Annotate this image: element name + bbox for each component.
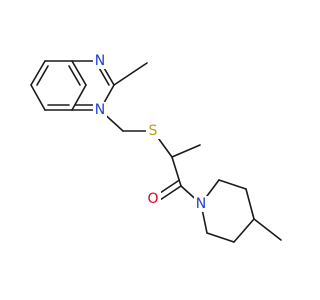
- sulfur-label: S: [149, 123, 158, 139]
- label-background: [146, 123, 160, 139]
- bond: [206, 232, 235, 243]
- bond: [97, 65, 110, 86]
- atom-labels: N N S O N: [93, 53, 208, 212]
- sulfur-atom: S: [146, 123, 160, 139]
- n-top-atom: N: [93, 53, 107, 69]
- oxygen-atom: O: [146, 191, 161, 207]
- bond: [71, 60, 87, 86]
- n-bottom-label: N: [95, 102, 105, 118]
- label-background: [93, 53, 107, 69]
- label-background: [194, 196, 208, 212]
- n-top-label: N: [95, 53, 105, 69]
- molecule-structure: N N S O N: [30, 53, 282, 243]
- bond: [30, 84, 46, 111]
- oxygen-label: O: [147, 191, 158, 207]
- bond: [233, 218, 255, 243]
- bond: [30, 60, 46, 86]
- n-bottom-atom: N: [93, 102, 107, 118]
- bond-lines: [30, 60, 282, 243]
- bond: [245, 188, 255, 220]
- bond: [171, 144, 201, 158]
- bond: [71, 84, 87, 111]
- bond: [253, 218, 282, 241]
- label-background: [93, 102, 107, 118]
- bond: [171, 156, 182, 187]
- bond: [68, 65, 81, 86]
- bond: [218, 179, 247, 190]
- n-piperidine-label: N: [196, 196, 206, 212]
- n-piperidine-atom: N: [194, 196, 208, 212]
- bond: [113, 62, 148, 86]
- bond: [159, 185, 182, 201]
- label-background: [146, 191, 161, 207]
- bond: [36, 65, 49, 86]
